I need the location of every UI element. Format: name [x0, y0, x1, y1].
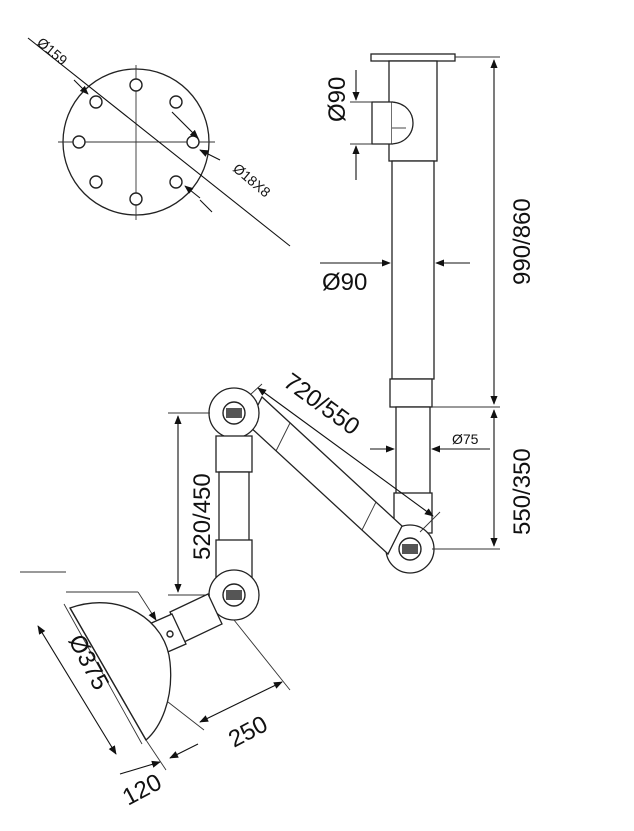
ext-line: [419, 511, 441, 533]
total-height-dimension: 990/860: [432, 56, 536, 408]
pcd-arrow: [73, 79, 89, 95]
joint-knob-center: [402, 544, 418, 554]
main-vertical-tube: [391, 160, 435, 380]
side-outlet: [371, 101, 393, 145]
pcd-arrow: [184, 185, 201, 199]
bolt-hole: [72, 135, 86, 149]
bolt-hole: [129, 78, 143, 92]
hood-depth-dim-arrow: [119, 760, 161, 775]
joint-knob-center: [226, 590, 242, 600]
label-flange-pcd: Ø159: [34, 34, 71, 68]
label-bolt-holes: Ø18X8: [230, 160, 274, 200]
left-vertical-tube: [218, 471, 250, 543]
ext-line: [233, 619, 291, 691]
extraction-hood: Ø375 250 120: [20, 571, 291, 812]
tube-joint-collar: [389, 378, 433, 408]
label-top-outlet-dia: Ø90: [324, 77, 351, 122]
bolt-hole-leader: [199, 199, 213, 213]
flange-plan-view: Ø159 Ø18X8: [27, 34, 291, 247]
hood-depth-dim-arrow: [169, 743, 199, 759]
ext-line: [145, 739, 167, 771]
bolt-hole: [129, 192, 143, 206]
hood-dia-dim-line: [37, 625, 117, 755]
hood-offset-dim-line: [199, 681, 283, 723]
lower-vertical-tube: [395, 406, 431, 496]
swivel-pin: [166, 630, 174, 638]
arm-length-dim-line: [257, 387, 434, 517]
label-hood-depth: 120: [118, 769, 166, 812]
pcd-leader-line: [27, 37, 291, 247]
label-total-height: 990/860: [509, 198, 536, 285]
bolt-hole-arrow: [171, 111, 199, 139]
label-hood-offset: 250: [224, 711, 272, 754]
left-arm-sleeve: [215, 435, 253, 473]
hood-ref-arrow: [137, 591, 157, 621]
bolt-hole: [169, 175, 183, 189]
label-main-tube-dia: Ø90: [322, 269, 367, 296]
ceiling-mount-assembly: Ø90 Ø90: [320, 53, 470, 408]
lower-height-dimension: 550/350: [432, 409, 536, 550]
side-outlet-cap: [391, 101, 414, 145]
joint-knob-center: [226, 408, 242, 418]
bolt-hole: [169, 95, 183, 109]
bolt-hole: [89, 175, 103, 189]
ext-line: [167, 701, 205, 731]
bolt-hole: [89, 95, 103, 109]
mounting-plate: [370, 53, 456, 62]
label-lower-height: 550/350: [509, 448, 536, 535]
left-arm-assembly: 520/450: [168, 387, 260, 621]
bolt-hole-arrow: [199, 149, 221, 161]
label-arm-tube-dia: Ø75: [452, 431, 479, 447]
label-vertical-arm: 520/450: [189, 473, 216, 560]
